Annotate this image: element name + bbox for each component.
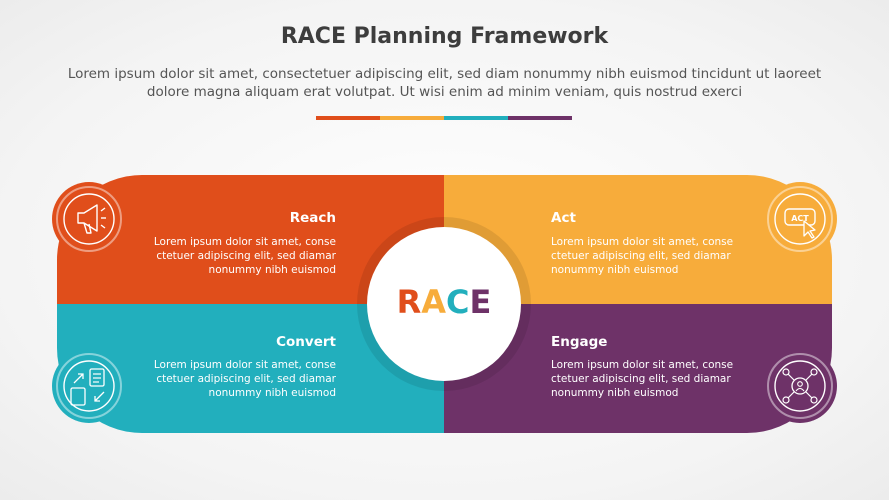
megaphone-icon xyxy=(52,182,126,256)
act-button-icon xyxy=(763,182,837,256)
convert-description: Lorem ipsum dolor sit amet, conse ctetue… xyxy=(153,359,336,399)
reach-description: Lorem ipsum dolor sit amet, conse ctetue… xyxy=(153,236,336,276)
act-icon-label: ACT xyxy=(791,214,809,223)
engage-heading: Engage xyxy=(551,334,608,350)
accent-bar-reach xyxy=(316,116,380,120)
letter-e: E xyxy=(469,283,492,321)
letter-r: R xyxy=(396,283,422,321)
reach-heading: Reach xyxy=(289,210,336,226)
accent-bar-act xyxy=(380,116,444,120)
conversion-icon xyxy=(52,349,126,423)
accent-bar-engage xyxy=(508,116,572,120)
center-circle xyxy=(367,227,521,381)
accent-bar-convert xyxy=(444,116,508,120)
network-icon xyxy=(763,349,837,423)
letter-a: A xyxy=(421,283,447,321)
letter-c: C xyxy=(446,283,470,321)
race-center-label: RACE xyxy=(366,283,522,321)
act-description: Lorem ipsum dolor sit amet, conse ctetue… xyxy=(551,236,734,276)
engage-description: Lorem ipsum dolor sit amet, conse ctetue… xyxy=(551,359,734,399)
act-heading: Act xyxy=(551,210,576,226)
convert-heading: Convert xyxy=(276,334,336,350)
page-subtitle: Lorem ipsum dolor sit amet, consectetuer… xyxy=(67,66,822,100)
page-title: RACE Planning Framework xyxy=(280,24,609,49)
